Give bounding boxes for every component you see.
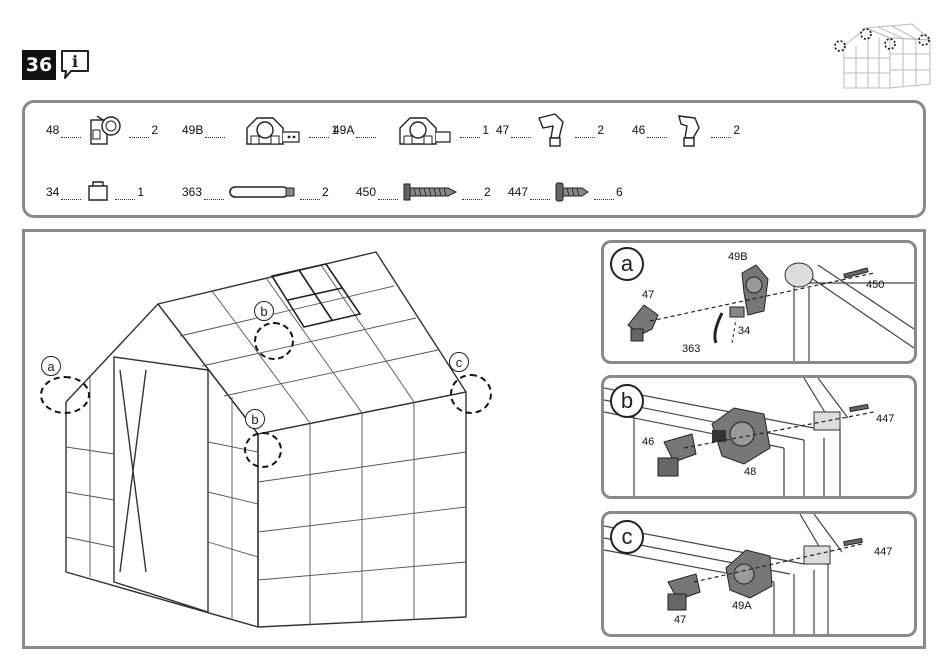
elbow-47-icon xyxy=(533,108,573,152)
part-item: 447 6 xyxy=(508,170,623,214)
callout-label-c: c xyxy=(449,352,469,372)
corner-bracket-48-icon xyxy=(83,108,127,152)
part-item: 49B 1 xyxy=(182,108,338,152)
detail-letter-c: c xyxy=(610,520,644,554)
band-363-icon xyxy=(226,170,298,214)
part-code: 49B xyxy=(182,123,203,137)
greenhouse-illustration xyxy=(36,242,566,642)
detail-panel-b: b 46 48 447 xyxy=(601,375,917,499)
part-qty: 6 xyxy=(616,185,623,199)
detail-b-label-447: 447 xyxy=(876,413,894,425)
part-qty: 2 xyxy=(151,123,158,137)
part-code: 34 xyxy=(46,185,59,199)
step-number: 36 xyxy=(22,50,56,80)
callout-ring-a xyxy=(40,376,90,414)
connector-49b-icon xyxy=(227,108,307,152)
callout-label-a: a xyxy=(41,356,61,376)
screw-447-icon xyxy=(552,170,592,214)
callout-ring-b-eave xyxy=(244,432,282,468)
elbow-46-icon xyxy=(669,108,709,152)
part-item: 48 2 xyxy=(46,108,158,152)
part-code: 49A xyxy=(333,123,354,137)
detail-b-label-48: 48 xyxy=(744,466,756,478)
detail-panel-a: a 49B 47 450 34 363 xyxy=(601,240,917,364)
part-item: 450 2 xyxy=(356,170,491,214)
callout-label-b-eave: b xyxy=(245,409,265,429)
detail-a-label-363: 363 xyxy=(682,343,700,355)
info-icon: i xyxy=(59,48,91,80)
part-qty: 1 xyxy=(482,123,489,137)
callout-ring-b-roof xyxy=(254,322,294,360)
detail-a-label-34: 34 xyxy=(738,325,750,337)
part-code: 450 xyxy=(356,185,376,199)
connector-49a-icon xyxy=(378,108,458,152)
info-glyph: i xyxy=(72,52,78,71)
detail-c-label-47: 47 xyxy=(674,614,686,626)
detail-b-label-46: 46 xyxy=(642,436,654,448)
part-code: 47 xyxy=(496,123,509,137)
callout-label-b-roof: b xyxy=(254,301,274,321)
part-code: 46 xyxy=(632,123,645,137)
detail-c-label-447: 447 xyxy=(874,546,892,558)
bolt-450-icon xyxy=(400,170,460,214)
greenhouse-thumbnail-icon xyxy=(826,18,936,98)
part-qty: 2 xyxy=(733,123,740,137)
detail-letter-b: b xyxy=(610,384,644,418)
detail-panel-c: c 447 49A 47 xyxy=(601,511,917,637)
part-code: 447 xyxy=(508,185,528,199)
callout-ring-c xyxy=(450,374,492,414)
detail-c-label-49a: 49A xyxy=(732,600,752,612)
detail-a-label-47: 47 xyxy=(642,289,654,301)
part-qty: 2 xyxy=(322,185,329,199)
part-qty: 2 xyxy=(597,123,604,137)
part-item: 46 2 xyxy=(632,108,740,152)
part-qty: 2 xyxy=(484,185,491,199)
detail-letter-a: a xyxy=(610,247,644,281)
clip-34-icon xyxy=(83,170,113,214)
part-item: 47 2 xyxy=(496,108,604,152)
part-code: 48 xyxy=(46,123,59,137)
part-code: 363 xyxy=(182,185,202,199)
part-qty: 1 xyxy=(137,185,144,199)
part-item: 34 1 xyxy=(46,170,144,214)
detail-a-label-49b: 49B xyxy=(728,251,748,263)
part-item: 49A 1 xyxy=(333,108,489,152)
part-item: 363 2 xyxy=(182,170,329,214)
detail-a-label-450: 450 xyxy=(866,279,884,291)
